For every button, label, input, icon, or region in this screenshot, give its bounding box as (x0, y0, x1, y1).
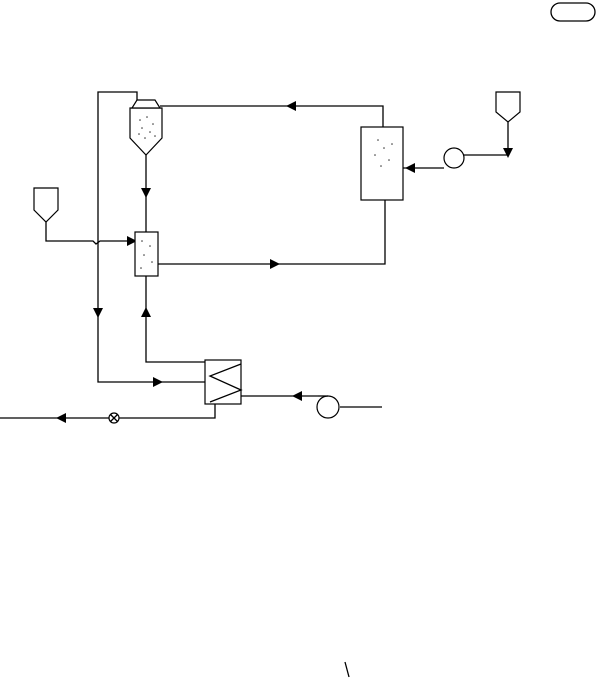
mixer-to-reactor-pipe (158, 200, 385, 264)
cyclone-icon (130, 100, 162, 155)
valve-icon (109, 413, 119, 423)
hopper-icon (34, 188, 58, 222)
vessel-icon (361, 127, 403, 200)
pump-to-exchanger-arrow (292, 391, 302, 401)
outlet-pipe (0, 404, 215, 418)
heat-exchanger-icon (205, 360, 241, 404)
left-feed-pipe (46, 222, 135, 244)
hopper-icon (496, 92, 520, 122)
recycle-pipe-top-arrow (286, 101, 296, 111)
bypass-pipe-arrow-down (93, 308, 103, 318)
right-feed-arrow-down (503, 148, 513, 158)
pump-icon (444, 148, 464, 168)
bypass-pipe-arrow-right (153, 377, 163, 387)
exchanger-to-mixer-pipe (146, 276, 205, 362)
right-feed-pipe (464, 122, 508, 155)
mixer-to-reactor-arrow (270, 259, 280, 269)
pump-icon (317, 396, 339, 418)
exchanger-to-mixer-arrow (141, 307, 151, 317)
mixing-chamber-icon (135, 232, 158, 276)
outlet-arrow (56, 413, 66, 423)
corner-badge (551, 3, 595, 21)
pump-to-reactor-arrow (405, 163, 415, 173)
stray-mark (345, 662, 349, 677)
cyclone-to-mixer-arrow (141, 188, 151, 198)
recycle-pipe-top (160, 106, 383, 127)
